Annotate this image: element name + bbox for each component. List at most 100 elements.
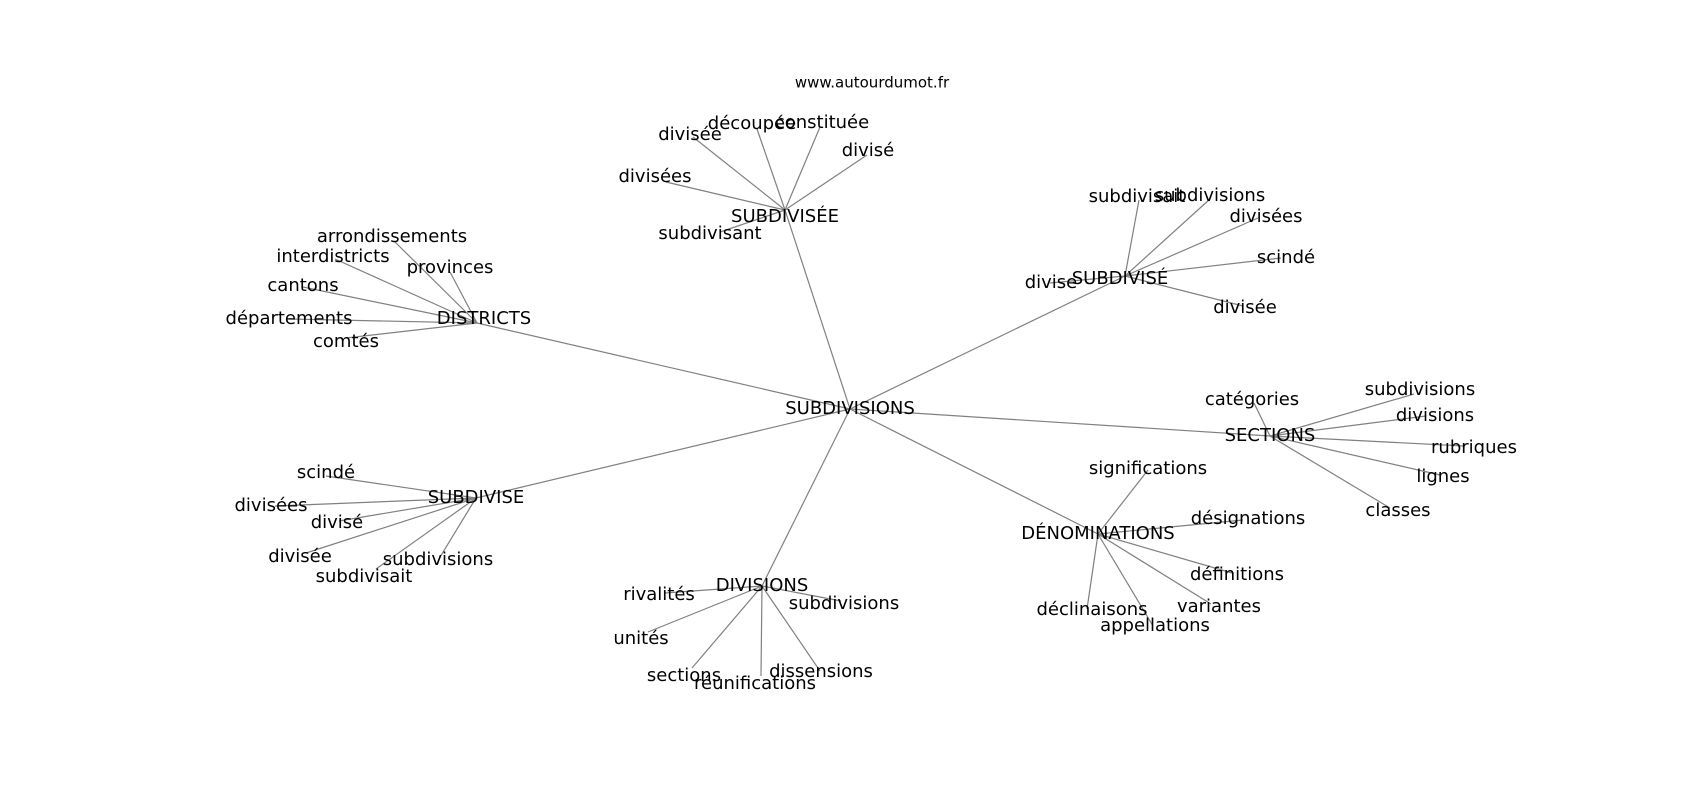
leaf-node-6-4[interactable]: réunifications — [694, 673, 816, 694]
leaf-edge-1-5 — [1124, 275, 1244, 307]
leaf-node-5-4[interactable]: déclinaisons — [1036, 599, 1147, 620]
leaf-node-3-5[interactable]: classes — [1365, 500, 1430, 521]
leaf-node-6-3[interactable]: sections — [647, 665, 721, 686]
leaf-edge-1-4 — [1049, 275, 1126, 284]
leaf-edge-5-0 — [1097, 469, 1149, 535]
leaf-node-4-2[interactable]: divisé — [311, 512, 364, 533]
leaf-edge-5-5 — [1097, 533, 1154, 627]
root-edge-1 — [849, 275, 1126, 410]
leaf-node-2-3[interactable]: cantons — [267, 275, 338, 296]
leaf-edge-6-5 — [761, 585, 821, 672]
leaf-edge-2-3 — [302, 286, 478, 324]
leaf-edge-3-1 — [1269, 393, 1415, 437]
leaf-edge-1-0 — [1124, 199, 1140, 277]
leaf-node-1-1[interactable]: subdivisions — [1155, 185, 1265, 206]
leaf-node-0-5[interactable]: subdivisant — [658, 223, 761, 244]
leaf-edge-0-0 — [692, 136, 786, 211]
hub-node-2[interactable]: DISTRICTS — [437, 308, 531, 329]
leaf-node-1-4[interactable]: divise — [1025, 272, 1078, 293]
root-edge-0 — [784, 209, 851, 410]
leaf-edge-2-0 — [393, 240, 478, 324]
leaf-node-2-0[interactable]: arrondissements — [317, 226, 467, 247]
leaf-edge-6-4 — [760, 585, 763, 677]
leaf-node-5-0[interactable]: significations — [1089, 458, 1207, 479]
leaf-edge-5-3 — [1097, 533, 1212, 605]
leaf-edge-2-4 — [288, 318, 478, 324]
leaf-edge-4-1 — [274, 497, 477, 507]
leaf-edge-1-3 — [1124, 257, 1282, 277]
leaf-edge-3-4 — [1269, 435, 1441, 476]
leaf-edge-3-5 — [1269, 435, 1391, 509]
leaf-edge-4-0 — [325, 475, 477, 499]
leaf-node-6-0[interactable]: rivalités — [623, 584, 695, 605]
leaf-edge-6-1 — [761, 585, 842, 602]
leaf-node-4-1[interactable]: divisées — [235, 495, 308, 516]
hub-node-4[interactable]: SUBDIVISE — [428, 487, 525, 508]
leaf-node-6-5[interactable]: dissensions — [769, 661, 873, 682]
root-edge-2 — [476, 322, 851, 410]
leaf-edge-4-2 — [338, 497, 477, 522]
leaf-node-4-5[interactable]: subdivisait — [316, 566, 413, 587]
root-node[interactable]: SUBDIVISIONS — [785, 398, 915, 419]
hub-node-5[interactable]: DÉNOMINATIONS — [1021, 522, 1174, 544]
site-caption[interactable]: www.autourdumot.fr — [795, 74, 950, 92]
leaf-edge-1-1 — [1124, 198, 1211, 277]
leaf-node-1-2[interactable]: divisées — [1230, 206, 1303, 227]
leaf-node-1-3[interactable]: scindé — [1257, 247, 1315, 268]
graph-nodes: SUBDIVISIONSSUBDIVISÉEdiviséedécoupéecon… — [226, 112, 1517, 694]
leaf-node-0-2[interactable]: constituée — [775, 112, 869, 133]
leaf-node-3-3[interactable]: rubriques — [1431, 437, 1517, 458]
leaf-node-0-0[interactable]: divisée — [658, 124, 722, 145]
leaf-node-1-0[interactable]: subdivisait — [1089, 186, 1186, 207]
leaf-node-0-1[interactable]: découpée — [708, 113, 796, 134]
leaf-edge-2-5 — [345, 322, 478, 339]
leaf-edge-6-3 — [691, 585, 763, 669]
graph-edges — [274, 126, 1465, 677]
leaf-node-1-5[interactable]: divisée — [1213, 297, 1277, 318]
leaf-node-6-1[interactable]: subdivisions — [789, 593, 899, 614]
leaf-node-2-2[interactable]: provinces — [407, 257, 494, 278]
leaf-node-2-1[interactable]: interdistricts — [276, 246, 389, 267]
leaf-edge-5-2 — [1097, 533, 1233, 574]
leaf-edge-2-1 — [334, 258, 478, 324]
leaf-edge-3-3 — [1269, 435, 1465, 447]
leaf-edge-5-1 — [1097, 519, 1244, 535]
leaf-node-2-5[interactable]: comtés — [313, 331, 379, 352]
leaf-node-4-4[interactable]: subdivisions — [383, 549, 493, 570]
hub-node-1[interactable]: SUBDIVISÉ — [1072, 267, 1169, 289]
leaf-edge-0-2 — [784, 126, 821, 211]
leaf-edge-4-5 — [375, 497, 477, 570]
leaf-node-0-4[interactable]: divisées — [619, 166, 692, 187]
leaf-edge-0-3 — [784, 154, 868, 211]
leaf-edge-0-1 — [756, 128, 786, 211]
leaf-edge-5-4 — [1086, 533, 1099, 610]
leaf-edge-1-2 — [1124, 217, 1259, 277]
leaf-node-5-2[interactable]: définitions — [1190, 564, 1284, 585]
hub-node-3[interactable]: SECTIONS — [1225, 425, 1316, 446]
leaf-node-5-5[interactable]: appellations — [1100, 615, 1210, 636]
leaf-edge-3-2 — [1269, 415, 1427, 437]
leaf-node-5-3[interactable]: variantes — [1177, 596, 1261, 617]
hub-node-6[interactable]: DIVISIONS — [716, 575, 809, 596]
hub-node-0[interactable]: SUBDIVISÉE — [731, 205, 839, 227]
leaf-node-6-2[interactable]: unités — [613, 628, 668, 649]
root-edge-3 — [849, 408, 1271, 437]
leaf-node-0-3[interactable]: divisé — [842, 140, 895, 161]
leaf-edge-6-0 — [664, 585, 763, 594]
leaf-edge-3-0 — [1253, 402, 1271, 437]
leaf-node-3-1[interactable]: subdivisions — [1365, 379, 1475, 400]
leaf-node-2-4[interactable]: départements — [226, 308, 353, 329]
leaf-edge-0-4 — [665, 181, 786, 211]
leaf-edge-4-3 — [305, 497, 477, 554]
leaf-node-3-0[interactable]: catégories — [1205, 389, 1299, 410]
leaf-node-3-4[interactable]: lignes — [1416, 466, 1469, 487]
leaf-node-3-2[interactable]: divisions — [1396, 405, 1474, 426]
leaf-node-4-3[interactable]: divisée — [268, 546, 332, 567]
root-edge-6 — [761, 408, 851, 587]
leaf-edge-0-5 — [719, 209, 786, 233]
leaf-edge-6-2 — [647, 585, 763, 633]
leaf-node-4-0[interactable]: scindé — [297, 462, 355, 483]
root-edge-5 — [849, 408, 1099, 535]
leaf-node-5-1[interactable]: désignations — [1191, 508, 1306, 529]
